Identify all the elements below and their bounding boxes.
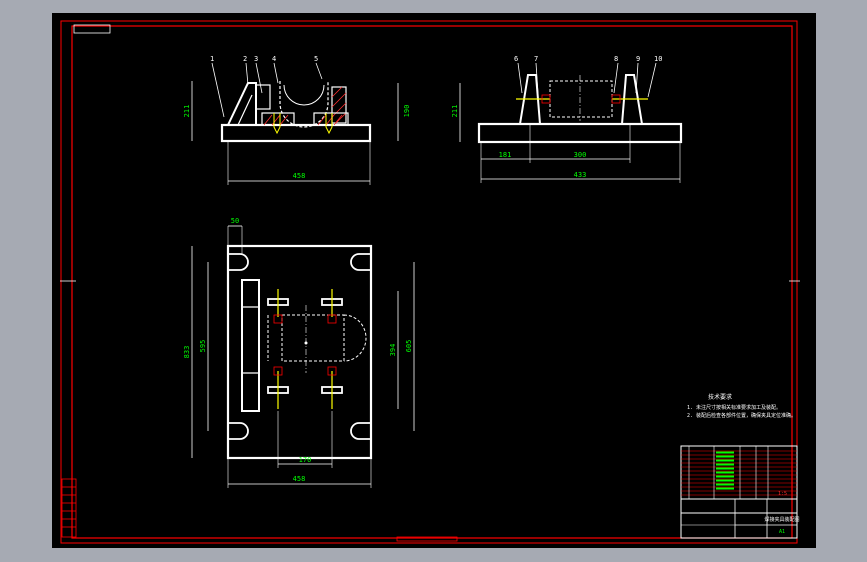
slot-bottom-right	[350, 422, 371, 440]
part-number-10: 10	[654, 55, 662, 63]
front-dim-height-left: 211	[183, 105, 191, 118]
side-right-post	[620, 74, 644, 125]
side-left-post	[518, 74, 542, 125]
front-dim-width: 458	[293, 172, 306, 180]
title-block-frame	[680, 445, 798, 539]
part-number-4: 4	[272, 55, 276, 63]
part-number-1: 1	[210, 55, 214, 63]
top-dim-slot: 50	[231, 217, 239, 225]
front-pin-right	[325, 113, 333, 135]
top-dim-right-height: 605	[405, 340, 413, 353]
bottom-center-mark	[396, 536, 458, 542]
top-dim-clamp-width: 170	[299, 456, 312, 464]
side-workpiece	[549, 80, 613, 118]
part-number-7: 7	[534, 55, 538, 63]
notes-line-2: 2. 装配后检查各部件位置，确保夹具定位准确。	[687, 412, 796, 419]
front-workpiece	[279, 81, 329, 128]
inner-frame	[71, 25, 793, 539]
top-left-support-bar	[241, 279, 260, 412]
front-clamp-block	[255, 84, 271, 110]
title-block-scale: 1:5	[778, 491, 787, 497]
top-view[interactable]	[191, 225, 415, 488]
side-base-plate	[477, 122, 683, 144]
part-number-3: 3	[254, 55, 258, 63]
slot-bottom-left	[228, 422, 249, 440]
side-dim-total: 433	[574, 171, 587, 179]
part-number-2: 2	[243, 55, 247, 63]
top-dim-width: 458	[293, 475, 306, 483]
front-view[interactable]	[191, 62, 399, 185]
front-right-block	[331, 86, 347, 124]
part-number-6: 6	[514, 55, 518, 63]
title-block-material: A1	[779, 529, 785, 535]
side-dim-height: 211	[451, 105, 459, 118]
slot-top-left	[228, 253, 249, 271]
top-dim-inner-height: 595	[199, 340, 207, 353]
title-block-drawing-name: 焊接夹具装配图	[764, 516, 799, 523]
top-dim-total-height: 833	[183, 346, 191, 359]
corner-label-box	[73, 24, 111, 34]
side-dim-left: 181	[499, 151, 512, 159]
slot-top-right	[350, 253, 371, 271]
front-left-support	[226, 82, 257, 126]
top-base-plate	[226, 244, 373, 460]
side-view[interactable]	[459, 62, 683, 183]
part-number-5: 5	[314, 55, 318, 63]
notes-line-1: 1. 未注尺寸按相关标准要求加工及装配。	[687, 404, 781, 411]
outer-frame	[60, 20, 798, 544]
notes-title: 技术要求	[708, 393, 732, 401]
front-pin-left	[273, 113, 281, 135]
top-workpiece	[281, 314, 345, 362]
top-dim-clamp-height: 394	[389, 344, 397, 357]
cad-drawing: 1234567891021119045821118130043350833595…	[60, 20, 800, 544]
left-margin-table	[61, 478, 77, 538]
title-block[interactable]	[680, 445, 798, 539]
part-number-9: 9	[636, 55, 640, 63]
part-number-8: 8	[614, 55, 618, 63]
front-base-plate	[220, 123, 372, 143]
side-dim-mid: 300	[574, 151, 587, 159]
front-dim-height-right: 190	[403, 105, 411, 118]
